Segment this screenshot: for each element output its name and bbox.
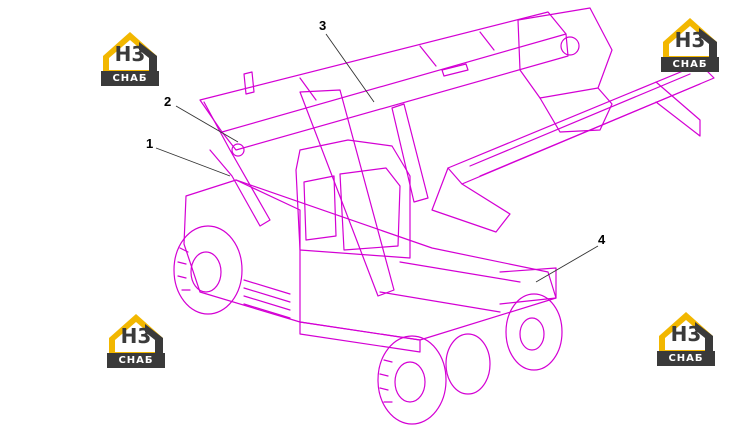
spreader-frame — [447, 63, 715, 185]
logo-band — [657, 351, 715, 366]
logo-inner — [669, 26, 711, 56]
logo-band-text: СНАБ — [112, 73, 148, 84]
rear-wheel-left — [173, 225, 243, 315]
logo-band-text: СНАБ — [668, 353, 704, 364]
front-wheel-right-hub — [519, 317, 545, 351]
logo-house-icon — [107, 314, 165, 368]
logo-band-text: СНАБ — [118, 355, 154, 366]
front-wheel-left-hub — [394, 361, 426, 403]
leader-4 — [535, 245, 599, 283]
counterweight — [183, 179, 301, 323]
logo-inner — [665, 320, 707, 350]
logo-mark: H3 — [674, 28, 706, 52]
boom-section-lines — [299, 31, 495, 101]
callout-1: 1 — [146, 136, 154, 151]
spreader-left-arm — [431, 167, 511, 233]
watermark-logo-bottom-left: H3 СНАБ — [105, 308, 167, 370]
logo-mark: H3 — [114, 42, 146, 66]
logo-inner — [109, 40, 151, 70]
logo-inner — [115, 322, 157, 352]
logo-mark: H3 — [670, 322, 702, 346]
logo-side — [139, 42, 157, 72]
logo-side — [695, 322, 713, 352]
boom-pivot-pin — [231, 143, 245, 157]
watermark-logo-top-right: H3 СНАБ — [659, 12, 721, 74]
boom-head-emblem — [560, 36, 580, 56]
leader-2 — [175, 105, 239, 143]
callout-3: 3 — [319, 18, 327, 33]
boom-label-plate — [441, 63, 469, 77]
logo-house-icon — [657, 312, 715, 366]
cab-door — [339, 167, 401, 251]
logo-house-icon — [101, 32, 159, 86]
grille-slats — [243, 279, 291, 319]
spreader-inner — [469, 73, 701, 177]
callout-2: 2 — [164, 94, 172, 109]
front-wheel-right — [505, 293, 563, 371]
logo-band — [107, 353, 165, 368]
logo-mark: H3 — [120, 324, 152, 348]
exhaust-stack — [243, 71, 255, 95]
logo-side — [699, 28, 717, 58]
machine-drawing — [173, 7, 715, 425]
leader-1 — [155, 147, 231, 177]
spreader-right-arm — [655, 81, 701, 137]
rear-wheel-right — [445, 333, 491, 395]
chassis-deck — [379, 261, 521, 313]
leader-3 — [325, 33, 375, 103]
watermark-logo-top-left: H3 СНАБ — [99, 26, 161, 88]
boom-lower-edge — [221, 33, 569, 151]
front-wheel-left — [377, 335, 447, 425]
lift-cylinder-left — [299, 89, 395, 297]
front-bumper — [499, 267, 557, 305]
logo-band-text: СНАБ — [672, 59, 708, 70]
callout-4: 4 — [598, 232, 606, 247]
logo-house-icon — [661, 18, 719, 72]
chassis-side — [299, 321, 421, 353]
logo-side — [145, 324, 163, 354]
rear-wheel-left-hub — [190, 251, 222, 293]
logo-band — [101, 71, 159, 86]
spreader-rotator — [539, 87, 613, 133]
boom-pivot — [203, 101, 271, 227]
tread-marks — [177, 247, 393, 403]
watermark-logo-bottom-right: H3 СНАБ — [655, 306, 717, 368]
cab-window — [303, 175, 337, 241]
leader-lines — [155, 33, 599, 283]
logo-band — [661, 57, 719, 72]
cab-body — [295, 139, 411, 259]
